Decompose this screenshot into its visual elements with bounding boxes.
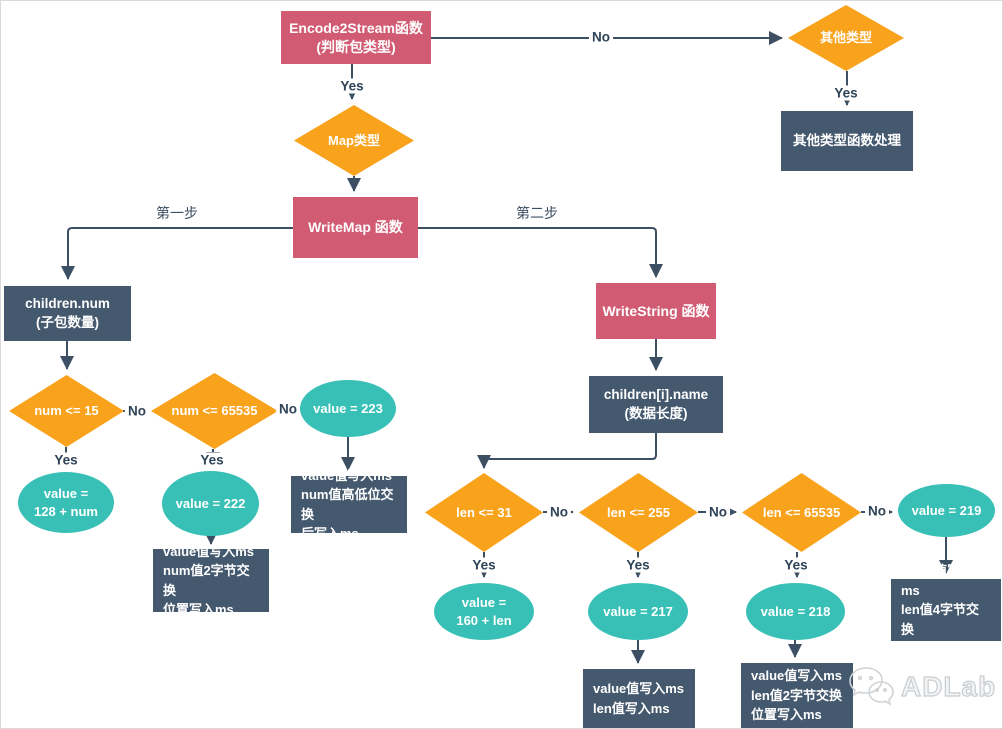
decision-label: num <= 15 — [34, 403, 99, 419]
result-line1: value = — [43, 485, 89, 501]
edge-label-yes: Yes — [469, 557, 499, 573]
action-line3: 位置写入ms — [751, 707, 822, 723]
action-write-223: value值写入ms num值高低位交换 后写入ms — [291, 468, 407, 541]
edge-label-no: No — [865, 503, 889, 519]
edge-label-yes: Yes — [337, 78, 367, 94]
action-other-type-handler: 其他类型函数处理 — [781, 111, 913, 171]
action-line1: value值写入ms — [593, 681, 685, 696]
result-label: value = 219 — [911, 502, 982, 518]
edge-label-no: No — [547, 504, 571, 520]
decision-label: len <= 255 — [607, 504, 670, 520]
data-subtitle: (数据长度) — [624, 405, 688, 421]
edge-label-step1: 第一步 — [152, 203, 202, 223]
process-writestring: WriteString 函数 — [596, 283, 716, 339]
action-line1: value值写入ms — [751, 668, 843, 684]
decision-label: len <= 31 — [456, 504, 512, 520]
edge-label-no: No — [706, 504, 730, 520]
decision-label: len <= 65535 — [762, 504, 841, 520]
result-label: value = 218 — [760, 603, 831, 619]
action-line1: value值写入ms — [163, 543, 255, 559]
result-value-218: value = 218 — [746, 583, 845, 640]
edge-label-yes: Yes — [623, 557, 653, 573]
result-line2: 128 + num — [34, 503, 98, 519]
action-line3: 后写入ms — [301, 526, 359, 541]
edge-label-yes: Yes — [781, 557, 811, 573]
result-value-128-plus-num: value = 128 + num — [18, 472, 114, 533]
action-line3: 位置写入ms — [163, 602, 234, 617]
result-value-160-plus-len: value = 160 + len — [434, 583, 534, 640]
action-write-217: value值写入ms len值写入ms — [583, 669, 695, 728]
action-write-218: value值写入ms len值2字节交换 位置写入ms — [741, 663, 853, 728]
edge-label-yes: Yes — [51, 452, 81, 468]
result-value-217: value = 217 — [588, 583, 688, 640]
edge-label-no: No — [276, 401, 300, 417]
result-value-223: value = 223 — [300, 380, 396, 437]
process-title: Encode2Stream函数 — [289, 19, 423, 36]
edge-label-no: No — [125, 403, 149, 419]
action-line1: value值写入ms — [301, 467, 393, 483]
data-title: children.num — [25, 296, 110, 312]
result-label: value = 217 — [603, 603, 673, 619]
data-children-name: children[i].name (数据长度) — [589, 376, 723, 433]
result-value-222: value = 222 — [162, 471, 259, 536]
action-label: 其他类型函数处理 — [793, 132, 901, 148]
data-title: children[i].name — [603, 387, 709, 403]
action-write-219: value值写入ms len值4字节交换 位置写入ms — [891, 563, 1001, 656]
process-encode2stream: Encode2Stream函数 (判断包类型) — [281, 11, 431, 64]
watermark-brand-text: ADLab — [900, 670, 997, 702]
edge-label-step2: 第二步 — [512, 203, 562, 223]
action-line2: len值写入ms — [593, 700, 670, 716]
edge-label-yes: Yes — [197, 452, 227, 468]
process-writemap: WriteMap 函数 — [293, 197, 418, 258]
process-title: WriteMap 函数 — [308, 219, 403, 236]
data-children-num: children.num (子包数量) — [4, 286, 131, 341]
edge-label-yes: Yes — [831, 85, 861, 101]
action-line1: value值写入ms — [901, 563, 974, 598]
decision-label: Map类型 — [327, 132, 380, 148]
action-line2: len值2字节交换 — [751, 687, 843, 703]
decision-label: 其他类型 — [819, 30, 872, 46]
action-line2: num值高低位交换 — [301, 487, 394, 522]
process-title: WriteString 函数 — [602, 302, 710, 319]
edge-label-no: No — [589, 29, 613, 45]
process-subtitle: (判断包类型) — [316, 38, 396, 55]
result-value-219: value = 219 — [898, 484, 995, 537]
action-write-222: value值写入ms num值2字节交换 位置写入ms — [153, 544, 269, 617]
adlab-watermark: ADLab — [847, 664, 996, 710]
result-label: value = 222 — [175, 495, 246, 511]
action-line2: len值4字节交换 — [901, 602, 980, 637]
action-line3: 位置写入ms — [901, 641, 972, 657]
wechat-bubbles-icon — [849, 667, 894, 706]
action-line2: num值2字节交换 — [163, 563, 250, 598]
result-label: value = 223 — [313, 400, 383, 416]
result-line1: value = — [461, 594, 507, 610]
decision-label: num <= 65535 — [171, 403, 258, 419]
result-line2: 160 + len — [456, 612, 512, 628]
data-subtitle: (子包数量) — [36, 314, 99, 330]
